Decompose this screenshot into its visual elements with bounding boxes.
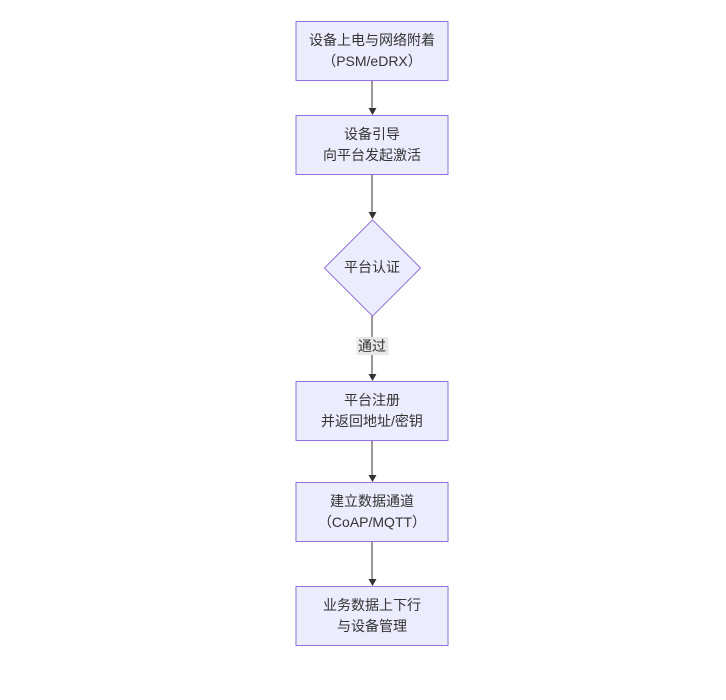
- node-power-attach: 设备上电与网络附着 （PSM/eDRX）: [295, 21, 449, 81]
- node-business-data: 业务数据上下行 与设备管理: [295, 586, 449, 646]
- edge-label-pass: 通过: [356, 337, 388, 355]
- node-bootstrap: 设备引导 向平台发起激活: [295, 115, 449, 175]
- node-business-data-label: 业务数据上下行 与设备管理: [323, 597, 421, 634]
- node-data-channel: 建立数据通道 （CoAP/MQTT）: [295, 482, 449, 542]
- arrow-bootstrap-to-auth: [366, 175, 379, 219]
- node-platform-register: 平台注册 并返回地址/密钥: [295, 381, 449, 441]
- node-bootstrap-label: 设备引导 向平台发起激活: [323, 126, 421, 163]
- decision-platform-auth: 平台认证: [323, 218, 421, 317]
- node-platform-register-label: 平台注册 并返回地址/密钥: [321, 392, 423, 429]
- arrow-channel-to-business: [366, 542, 379, 586]
- arrow-auth-to-register: 通过: [356, 316, 388, 381]
- node-data-channel-label: 建立数据通道 （CoAP/MQTT）: [317, 493, 427, 530]
- arrow-register-to-channel: [366, 441, 379, 482]
- flowchart: 设备上电与网络附着 （PSM/eDRX） 设备引导 向平台发起激活 平台认证 通…: [295, 21, 449, 646]
- decision-platform-auth-label: 平台认证: [344, 259, 400, 275]
- node-power-attach-label: 设备上电与网络附着 （PSM/eDRX）: [309, 32, 435, 69]
- arrow-power-to-bootstrap: [366, 81, 379, 115]
